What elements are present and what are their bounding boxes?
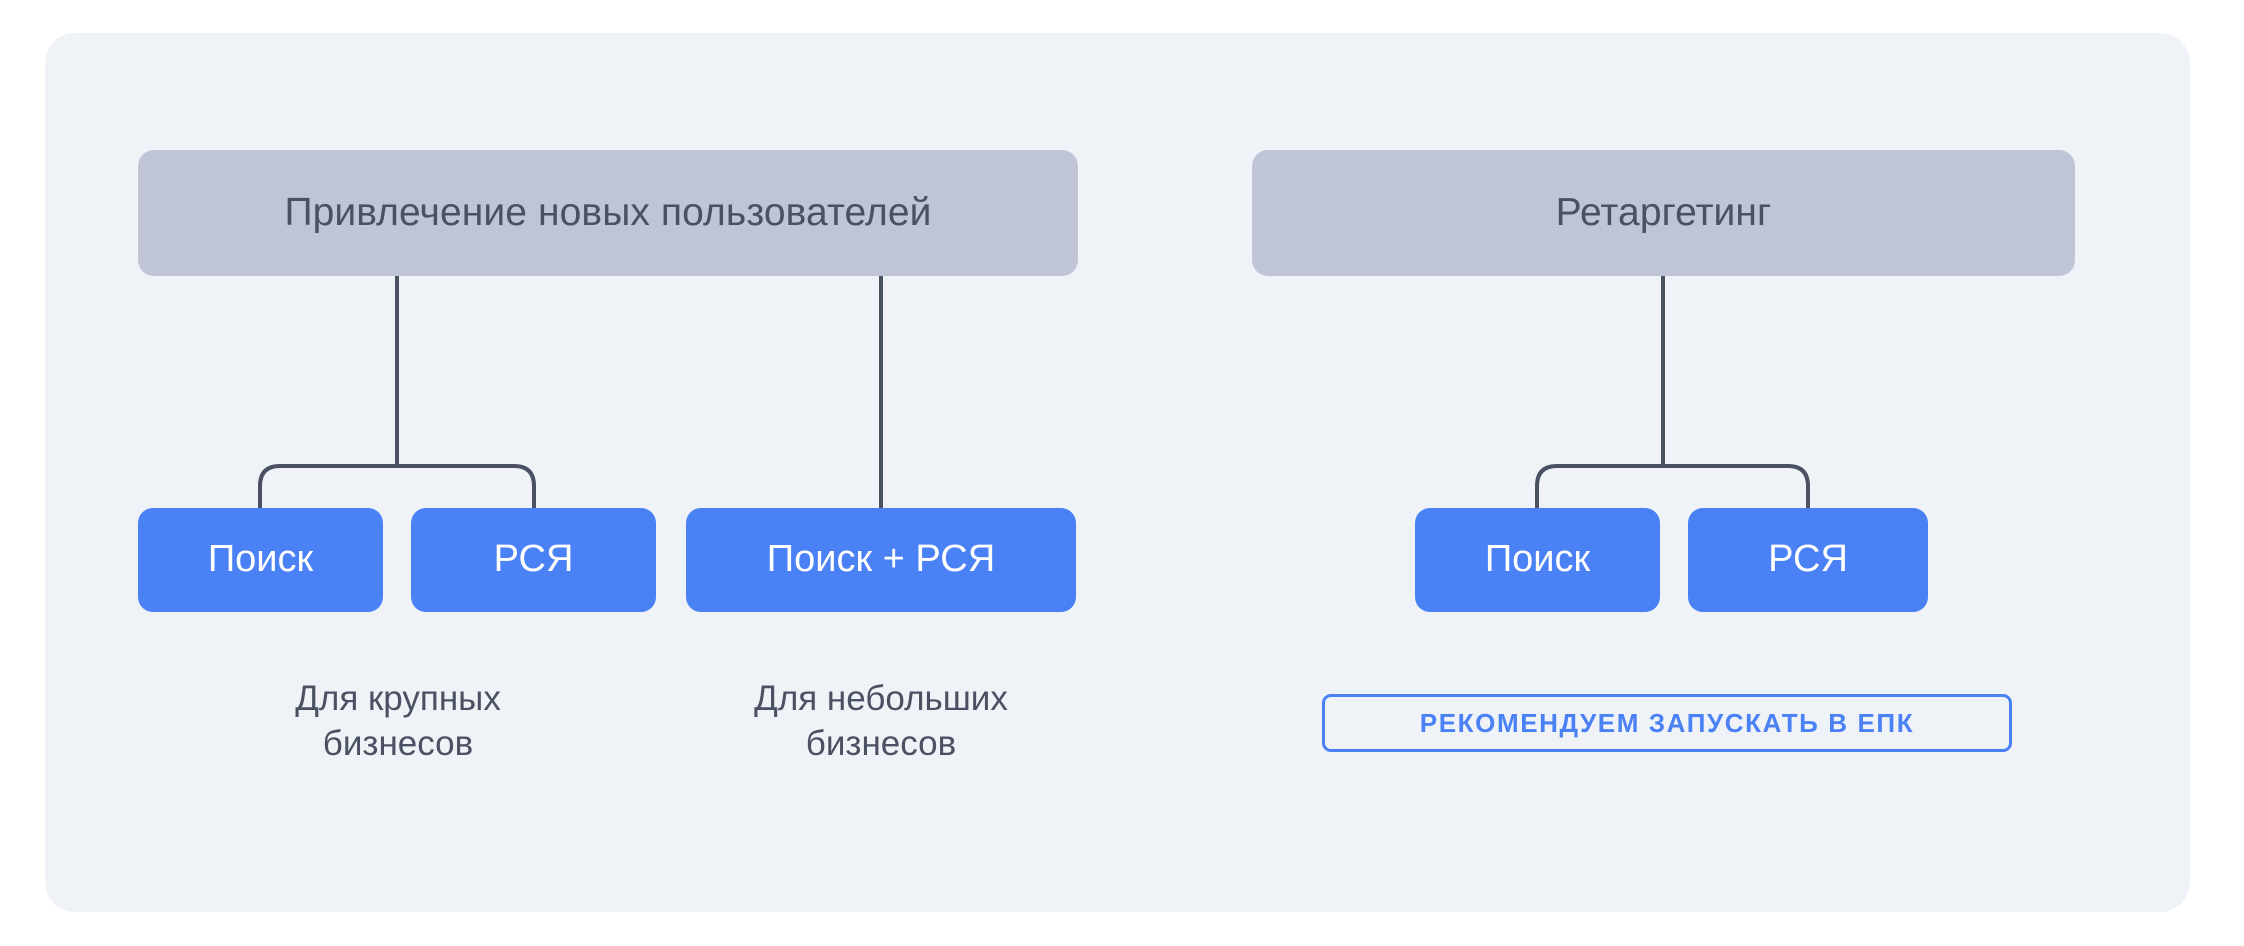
channel-button-label: РСЯ (493, 538, 574, 581)
header-label-acquisition: Привлечение новых пользователей (284, 190, 932, 234)
channel-button-label: РСЯ (1768, 538, 1848, 581)
caption-small-business: Для небольших бизнесов (754, 679, 1008, 763)
caption-large-business: Для крупных бизнесов (295, 679, 501, 763)
header-box-acquisition: Привлечение новых пользователей (138, 150, 1078, 276)
channel-button-search-acquisition[interactable]: Поиск (138, 508, 383, 612)
recommendation-badge-label: РЕКОМЕНДУЕМ ЗАПУСКАТЬ В ЕПК (1419, 707, 1915, 738)
channel-button-label: Поиск (207, 538, 314, 581)
recommendation-badge[interactable]: РЕКОМЕНДУЕМ ЗАПУСКАТЬ В ЕПК (1322, 694, 2012, 752)
channel-button-search-plus-rsya[interactable]: Поиск + РСЯ (686, 508, 1076, 612)
channel-button-label: Поиск (1484, 538, 1591, 581)
channel-button-rsya-acquisition[interactable]: РСЯ (411, 508, 656, 612)
channel-button-rsya-retargeting[interactable]: РСЯ (1688, 508, 1928, 612)
header-label-retargeting: Ретаргетинг (1555, 190, 1772, 234)
channel-button-search-retargeting[interactable]: Поиск (1415, 508, 1660, 612)
header-box-retargeting: Ретаргетинг (1252, 150, 2075, 276)
channel-button-label: Поиск + РСЯ (766, 538, 996, 581)
